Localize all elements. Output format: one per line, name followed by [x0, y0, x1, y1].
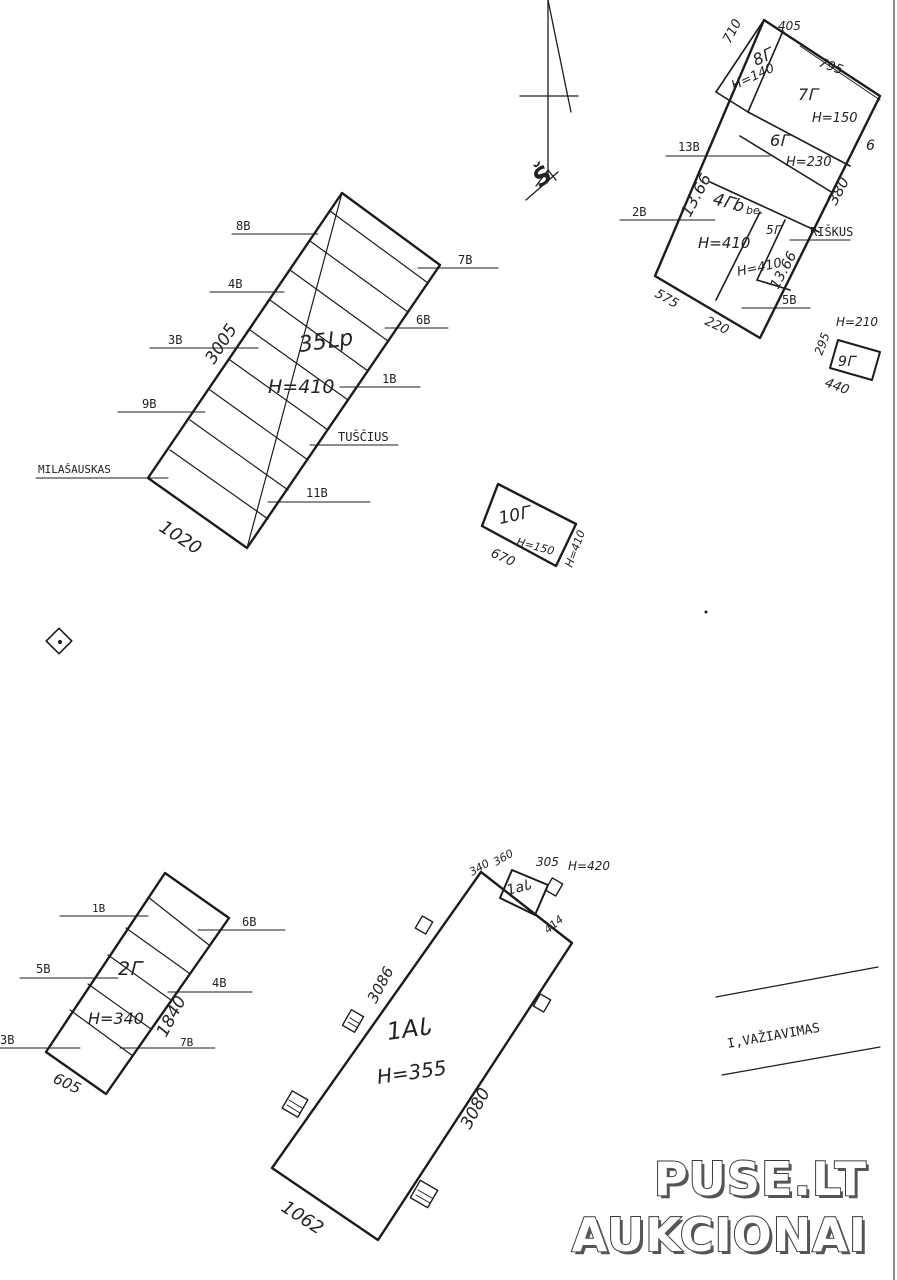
building-1: 1aᏓ 360 340 305 H=420 414 1AᏓ H=355 3086… — [270, 847, 610, 1242]
building-1a-annex: 1aᏓ 360 340 305 H=420 414 — [467, 847, 610, 936]
tag-1b: 1B — [382, 372, 396, 386]
building-1a-dim-360: 360 — [491, 847, 516, 869]
b6-code: 6Ꮁ — [770, 131, 792, 150]
tag-2b: 2B — [632, 205, 646, 219]
building-35: 35Ꮮp H=410 1020 3005 8B 7B 4B 6B 3B 1B 9… — [35, 191, 499, 560]
tag-4b: 4B — [228, 277, 242, 291]
tag-6b: 6B — [416, 313, 430, 327]
building-1-outline — [270, 870, 574, 1242]
tag-riskus: RIŠKUS — [810, 224, 853, 239]
building-2-tag-6b: 6B — [242, 915, 256, 929]
building-9-dim-440: 440 — [823, 376, 851, 399]
building-9-dim-295: 295 — [812, 331, 833, 357]
dim-575: 575 — [652, 286, 681, 311]
building-10-dim-670: 670 — [488, 546, 517, 570]
tag-7b: 7B — [458, 253, 472, 267]
building-2-tag-7b: 7B — [180, 1036, 194, 1049]
tag-13b: 13B — [678, 140, 700, 154]
building-1a-dim-414: 414 — [542, 913, 566, 936]
tag-9b: 9B — [142, 397, 156, 411]
building-1a-dim-305: 305 — [536, 855, 559, 869]
building-10-outline — [480, 482, 578, 568]
building-2-tag-3b: 3B — [0, 1033, 14, 1047]
building-10: 10Ꮁ H=150 670 H=410 — [480, 482, 588, 570]
building-9-code: 9Ꮁ — [838, 354, 858, 370]
watermark-line-2: AUKCIONAI — [571, 1207, 867, 1263]
tag-tuscius: TUŠČIUS — [338, 429, 389, 444]
building-2-tag-1b: 1B — [92, 902, 106, 915]
tag-11b: 11B — [306, 486, 328, 500]
tag-milasauskas: MILAŠAUSKAS — [38, 463, 111, 476]
b6-height: H=230 — [786, 155, 831, 170]
building-2-code: 2Ꮁ — [118, 958, 144, 980]
building-2-dim-1840: 1840 — [153, 993, 191, 1041]
building-2-height: H=340 — [88, 1009, 144, 1028]
building-2: 2Ꮁ H=340 1840 605 1B 6B 5B 4B 3B 7B — [0, 871, 286, 1098]
b4-height: H=410 — [698, 234, 750, 252]
dim-710: 710 — [720, 17, 745, 46]
building-2-outline — [44, 871, 231, 1096]
survey-marker — [45, 627, 73, 655]
b5-code: 5Ꮁ — [766, 223, 783, 237]
b8-height: H=140 — [729, 61, 777, 94]
building-1-entrances — [281, 877, 564, 1209]
stray-dot — [704, 610, 708, 614]
dim-13-66-a: 13.66 — [677, 171, 715, 220]
tag-8b: 8B — [236, 219, 250, 233]
entrance-road: I,VAŽIAVIMAS — [715, 966, 881, 1076]
building-1a-code: 1aᏓ — [505, 877, 534, 899]
dim-795: 795 — [817, 56, 845, 79]
dim-380: 380 — [824, 174, 853, 208]
dim-405: 405 — [778, 19, 801, 33]
group-ne-outline — [653, 18, 882, 340]
building-1-code: 1AᏓ — [385, 1012, 433, 1046]
b4-code: 4Ꮁb — [711, 190, 747, 218]
building-35-height: H=410 — [268, 376, 334, 398]
tag-3b: 3B — [168, 333, 182, 347]
building-35-leader-lines — [35, 233, 499, 503]
building-group-ne: 8Ꮁ H=140 7Ꮁ H=150 6Ꮁ H=230 4Ꮁb be. H=410… — [619, 17, 882, 340]
building-9-outline — [829, 339, 881, 381]
building-10-code: 10Ꮁ — [497, 502, 535, 529]
building-1a-height: H=420 — [568, 859, 610, 873]
building-35-dim-bottom: 1020 — [155, 517, 205, 560]
building-1-dim-1062: 1062 — [277, 1197, 327, 1240]
scan-edge — [893, 0, 895, 1280]
watermark-line-1: PUSE.LT — [653, 1151, 867, 1207]
building-10-dim-side: H=410 — [563, 528, 588, 569]
building-35-dim-side: 3005 — [201, 321, 241, 368]
dim-6: 6 — [866, 138, 875, 154]
building-2-tag-5b: 5B — [36, 962, 50, 976]
building-35-code: 35Ꮮp — [297, 326, 354, 358]
b7-code: 7Ꮁ — [798, 85, 820, 104]
north-arrow: Š — [519, 0, 579, 201]
b4-note: be. — [746, 204, 763, 217]
building-1-height: H=355 — [375, 1055, 448, 1089]
building-9-height: H=210 — [836, 315, 878, 329]
b7-height: H=150 — [812, 111, 857, 126]
building-9: 9Ꮁ H=210 295 440 — [812, 315, 881, 399]
building-2-tag-4b: 4B — [212, 976, 226, 990]
building-35-hatching — [169, 192, 429, 549]
road-label: I,VAŽIAVIMAS — [726, 1020, 821, 1052]
tag-5b: 5B — [782, 293, 796, 307]
